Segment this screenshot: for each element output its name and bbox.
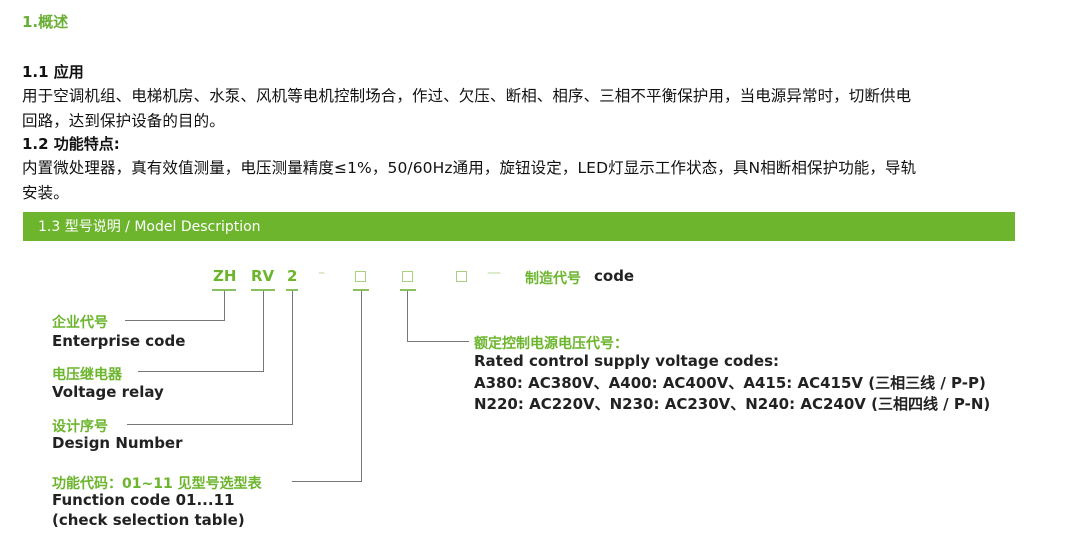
voltage-codes-label-cn: 额定控制电源电压代号： [474,336,628,352]
application-text-line-2: 回路，达到保护设备的目的。 [22,112,225,130]
function-code-label-en: Function code 01...11 [52,491,235,509]
code-box-function [355,271,366,282]
voltage-codes-line-1: A380: AC380V、A400: AC400V、A415: AC415V (… [474,374,986,392]
enterprise-code-label-en: Enterprise code [52,332,186,350]
underline-zh [212,289,236,291]
features-heading: 1.2 功能特点: [22,135,120,153]
underline-rv [251,289,275,291]
code-part-rv: RV [251,267,275,285]
design-number-label-cn: 设计序号 [52,419,108,435]
connector-voltage-v [407,291,408,342]
connector-voltage-h [407,341,469,342]
enterprise-code-label-cn: 企业代号 [52,315,108,331]
connector-function-h [292,481,362,482]
features-text-line-1: 内置微处理器，真有效值测量，电压测量精度≤1%，50/60Hz通用，旋钮设定，L… [22,159,917,177]
code-dash-1: – [318,265,325,281]
connector-design-v [292,291,293,425]
voltage-relay-label-cn: 电压继电器 [52,367,122,383]
manufacture-code-label-en: code [594,267,635,285]
application-text-line-1: 用于空调机组、电梯机房、水泵、风机等电机控制场合，作过、欠压、断相、相序、三相不… [22,87,912,105]
connector-rv-h [138,371,264,372]
design-number-label-en: Design Number [52,434,183,452]
voltage-codes-line-2: N220: AC220V、N230: AC230V、N240: AC240V (… [474,395,991,413]
connector-zh-h [125,320,225,321]
code-part-zh: ZH [213,267,237,285]
underline-design [286,289,298,291]
manufacture-code-label-cn: 制造代号 [525,271,581,287]
code-box-voltage [402,271,413,282]
function-code-label-cn: 功能代码：01~11 见型号选型表 [52,476,262,492]
voltage-relay-label-en: Voltage relay [52,383,164,401]
connector-zh-v [224,291,225,321]
code-dash-2: — [487,265,501,281]
function-code-label-en-2: (check selection table) [52,511,245,529]
section-title: 1.概述 [22,13,69,31]
model-description-banner [23,212,1015,241]
code-box-manufacture [456,271,467,282]
features-text-line-2: 安装。 [22,184,69,202]
connector-function-v [361,291,362,482]
underline-voltage [400,289,416,291]
model-description-title: 1.3 型号说明 / Model Description [38,219,261,235]
voltage-codes-label-en: Rated control supply voltage codes: [474,352,779,370]
underline-function [353,289,369,291]
code-part-design: 2 [287,267,298,285]
connector-design-h [127,424,293,425]
connector-rv-v [263,291,264,372]
application-heading: 1.1 应用 [22,63,84,81]
